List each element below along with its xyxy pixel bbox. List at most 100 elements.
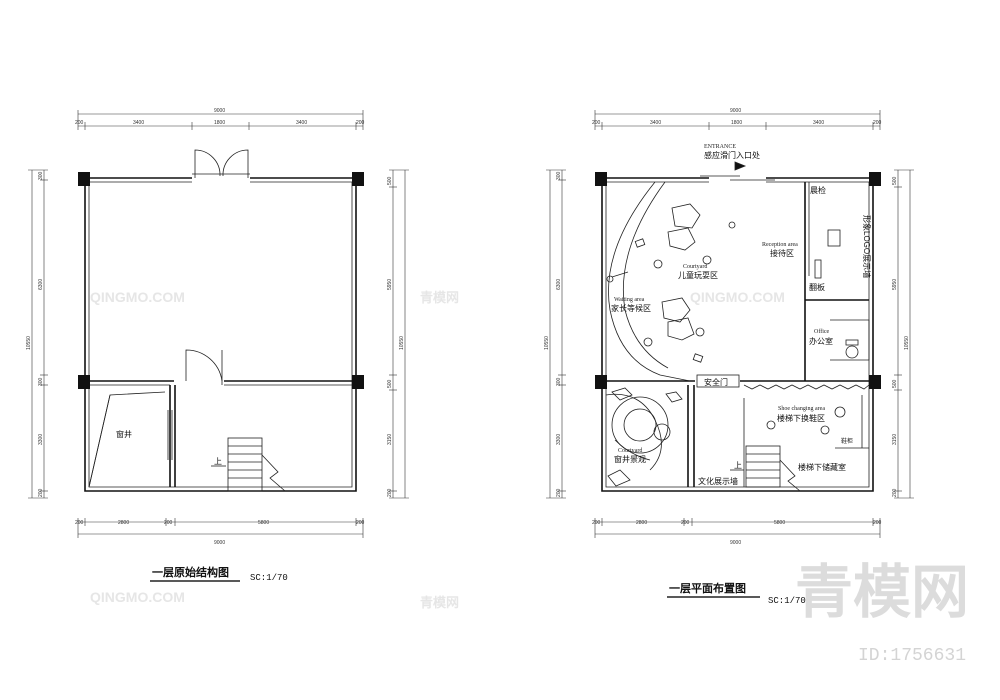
stool	[820, 425, 830, 435]
walls	[84, 177, 357, 492]
walls	[601, 175, 874, 492]
dim-seg: 3400	[133, 120, 144, 126]
dim-seg: 200	[38, 488, 44, 497]
dim-seg: 500	[892, 176, 898, 185]
window-well-en: Courtyard	[618, 448, 642, 454]
dim-seg: 500	[892, 379, 898, 388]
watermark-brand-en: QINGMO.COM	[690, 289, 785, 305]
plan-scale: SC:1/70	[768, 596, 806, 606]
waiting-cn: 家长等候区	[611, 303, 651, 313]
dim-seg: 200	[892, 488, 898, 497]
room-label-window-well: 窗井	[116, 429, 132, 439]
play-table	[671, 203, 701, 229]
dim-seg: 200	[356, 120, 365, 126]
dim-seg: 200	[681, 520, 690, 526]
dim-seg: 300	[38, 171, 44, 180]
structural-columns	[78, 172, 364, 389]
dim-seg: 5800	[258, 520, 269, 526]
dimension-right: 10550 500 5950 500 3150 200	[892, 169, 914, 499]
guitar-decor	[606, 275, 614, 283]
dim-seg: 3300	[38, 434, 44, 445]
watermark-small-cn: 青模网	[420, 595, 459, 610]
dimension-left: 10550 300 6300 300 3300 200	[544, 169, 566, 499]
dim-total: 10550	[544, 336, 550, 350]
entrance-cn: 感应滑门入口处	[704, 150, 760, 160]
safety-door: 安全门	[696, 374, 740, 388]
dim-seg: 200	[75, 120, 84, 126]
waiting-en: Waiting area	[614, 297, 645, 303]
stair-label: 上	[214, 457, 222, 466]
dimension-left: 10550 300 6300 300 3300 200	[26, 169, 48, 499]
dim-seg: 300	[38, 377, 44, 386]
dim-seg: 200	[556, 488, 562, 497]
curved-play-area	[608, 181, 691, 382]
column	[78, 172, 90, 186]
dim-total: 9000	[730, 108, 741, 114]
courtyard-en: Courtyard	[683, 264, 707, 270]
dim-seg: 500	[387, 379, 393, 388]
room-labels: ENTRANCE 感应滑门入口处 Courtyard 儿童玩耍区 Recepti…	[611, 144, 872, 486]
dim-seg: 200	[592, 120, 601, 126]
stool	[834, 406, 846, 418]
dim-seg: 6300	[38, 279, 44, 290]
flip-panel-label: 翻板	[809, 282, 825, 292]
plan-title: 一层平面布置图	[669, 581, 746, 595]
toilet	[845, 345, 859, 359]
stool	[728, 221, 736, 229]
column	[352, 375, 364, 389]
shoe-area-en: Shoe changing area	[778, 406, 825, 412]
office-en: Office	[814, 328, 830, 335]
dim-seg: 3400	[296, 120, 307, 126]
dim-seg: 3400	[650, 120, 661, 126]
furniture	[606, 203, 859, 435]
plan-title: 一层原始结构图	[152, 565, 229, 579]
staircase: 上	[730, 445, 801, 492]
dim-total: 10550	[26, 336, 32, 350]
watermark-layer: QINGMO.COM QINGMO.COM QINGMO.COM 青模网 青模网…	[90, 289, 969, 666]
dimension-bottom: 200 2800 200 5800 200 9000	[592, 518, 882, 546]
dim-seg: 500	[387, 176, 393, 185]
entrance-door	[192, 149, 250, 178]
dim-seg: 5800	[774, 520, 785, 526]
watermark-brand-en: QINGMO.COM	[90, 289, 185, 305]
stair-label: 上	[734, 461, 742, 470]
dim-total: 9000	[730, 540, 741, 546]
dimension-top: 9000 200 3400 1800 3400 200	[592, 108, 882, 130]
dim-seg: 200	[387, 488, 393, 497]
plan-original-structure: 9000 200 3400 1800 3400 200 10550 300 63…	[26, 108, 409, 583]
dim-seg: 5950	[387, 279, 393, 290]
plan-scale: SC:1/70	[250, 573, 288, 583]
stool	[653, 259, 663, 269]
dim-seg: 300	[556, 377, 562, 386]
dim-seg: 5950	[892, 279, 898, 290]
watermark-brand-cn: 青模网	[795, 560, 969, 625]
column	[595, 172, 607, 186]
dim-seg: 200	[873, 120, 882, 126]
tree-canopy	[611, 396, 669, 454]
dim-seg: 1800	[214, 120, 225, 126]
dim-total: 9000	[214, 108, 225, 114]
watermark-id: ID:1756631	[858, 646, 966, 666]
dim-seg: 2800	[636, 520, 647, 526]
play-table	[661, 297, 691, 323]
logo-display	[827, 229, 841, 247]
entrance-en: ENTRANCE	[704, 144, 736, 150]
watermark-small-cn: 青模网	[420, 290, 459, 305]
dimension-top: 9000 200 3400 1800 3400 200	[75, 108, 365, 130]
stool	[766, 420, 776, 430]
column	[352, 172, 364, 186]
dim-seg: 200	[873, 520, 882, 526]
dim-seg: 3150	[387, 434, 393, 445]
dim-seg: 3400	[813, 120, 824, 126]
window-well-cn: 窗井景观	[614, 454, 646, 464]
reception-en: Reception area	[762, 242, 798, 248]
dim-total: 10550	[904, 336, 910, 350]
morning-check-label: 晨检	[810, 185, 826, 195]
dim-seg: 6300	[556, 279, 562, 290]
shoe-area-cn: 楼梯下换鞋区	[777, 413, 825, 423]
column	[869, 375, 881, 389]
column	[595, 375, 607, 389]
storage-label: 楼梯下储藏室	[798, 462, 846, 472]
dimension-bottom: 200 2800 200 5800 200 9000	[75, 518, 365, 546]
